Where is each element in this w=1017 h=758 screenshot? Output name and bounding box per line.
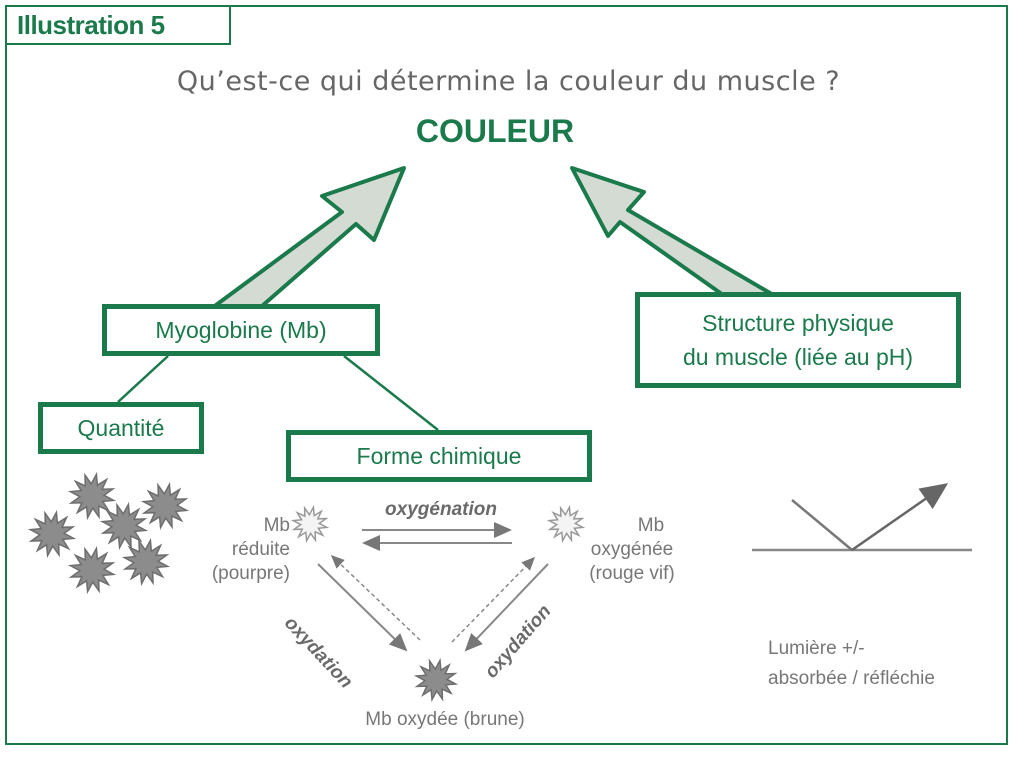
label-mb-reduite: Mb réduite (pourpre) <box>211 515 290 584</box>
label-mb-oxygenee: Mb oxygénée (rouge vif) <box>589 515 675 584</box>
mb-oxydee-icon <box>413 657 459 703</box>
connector-quantite <box>117 355 169 403</box>
myoglobin-cluster <box>27 471 190 595</box>
label-oxygenation: oxygénation <box>385 499 497 520</box>
label-mb-oxydee: Mb oxydée (brune) <box>365 709 525 730</box>
arrow-myoglobine-to-couleur <box>210 166 406 322</box>
box-structure-line2: du muscle (liée au pH) <box>682 344 914 370</box>
mb-reduite-icon <box>290 504 330 544</box>
myoglobin-burst-3 <box>27 509 77 559</box>
light-incident-ray <box>791 499 853 551</box>
box-quantite: Quantité <box>38 402 204 454</box>
figure-label: Illustration 5 <box>5 5 231 45</box>
myoglobin-burst-6 <box>67 545 117 595</box>
box-myoglobine: Myoglobine (Mb) <box>102 304 380 356</box>
mb-oxygenee-icon <box>546 504 586 544</box>
box-structure-line1: Structure physique <box>702 310 894 336</box>
myoglobin-burst-4 <box>99 501 149 551</box>
myoglobin-burst-2 <box>140 481 190 531</box>
arrow-oxidation-right-forward <box>464 563 549 652</box>
myoglobin-burst-1 <box>67 471 117 521</box>
myoglobin-burst-5 <box>121 537 171 587</box>
main-node-couleur: COULEUR <box>415 113 575 149</box>
box-structure-physique: Structure physique du muscle (liée au pH… <box>635 292 961 388</box>
arrow-oxidation-left-reverse <box>330 554 421 641</box>
arrow-oxidation-left-forward <box>317 563 408 652</box>
arrow-oxidation-right-reverse <box>451 556 536 643</box>
figure-frame <box>5 5 1008 745</box>
light-reflected-ray <box>851 483 949 552</box>
label-lumiere: Lumière +/- absorbée / réfléchie <box>768 638 935 689</box>
box-forme-chimique: Forme chimique <box>286 430 592 482</box>
diagram-title: Qu’est-ce qui détermine la couleur du mu… <box>176 66 841 97</box>
connector-forme <box>343 355 439 431</box>
